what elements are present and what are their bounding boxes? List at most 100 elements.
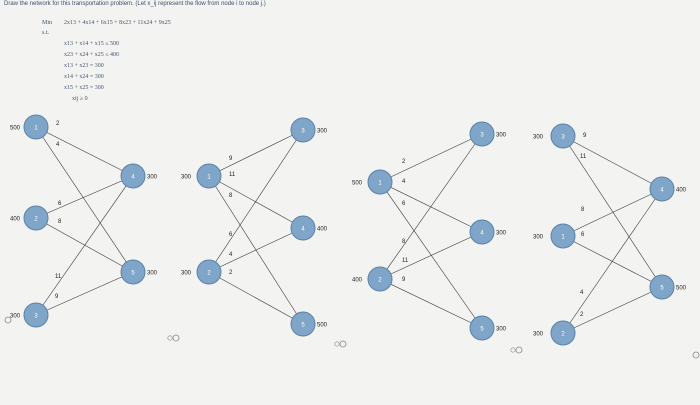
network-node — [120, 163, 146, 189]
arc-cost-label: 8 — [402, 239, 406, 245]
arc-cost-label: 4 — [402, 179, 406, 185]
corner-radio[interactable] — [692, 351, 700, 359]
node-id-label: 5 — [480, 327, 484, 333]
node-id-label: 3 — [561, 135, 565, 141]
constraint-nonneg: xij ≥ 0 — [72, 96, 88, 102]
node-id-label: 1 — [561, 235, 565, 241]
supply-label: 300 — [181, 271, 192, 277]
demand-label: 300 — [496, 327, 507, 333]
supply-label: 400 — [352, 278, 363, 284]
node-id-label: 4 — [301, 227, 305, 233]
arc — [208, 271, 304, 325]
demand-label: 300 — [147, 271, 158, 277]
arc-cost-label: 8 — [229, 193, 233, 199]
arc-cost-label: 2 — [580, 312, 584, 318]
option-a-radio[interactable] — [4, 316, 12, 324]
arc — [562, 135, 663, 190]
demand-label: 400 — [317, 227, 328, 233]
arc-cost-label: 9 — [229, 156, 233, 162]
network-node — [649, 176, 675, 202]
arc-cost-label: 6 — [58, 201, 62, 207]
arc-cost-label: 9 — [583, 133, 587, 139]
arc-cost-label: 11 — [580, 154, 587, 160]
arc-cost-label: 9 — [55, 294, 59, 300]
option-d-radio[interactable] — [515, 346, 523, 354]
arc — [379, 231, 483, 280]
arc-cost-label: 6 — [229, 232, 233, 238]
info-icon[interactable] — [167, 335, 173, 341]
network-node — [469, 315, 495, 341]
network-node — [550, 123, 576, 149]
arc-cost-label: 11 — [402, 258, 409, 264]
network-node — [290, 117, 316, 143]
network-node — [469, 219, 495, 245]
supply-label: 300 — [10, 314, 21, 320]
arc — [35, 126, 134, 177]
network-node — [367, 266, 393, 292]
network-node — [290, 311, 316, 337]
node-id-label: 5 — [131, 271, 135, 277]
node-id-label: 4 — [131, 175, 135, 181]
node-id-label: 1 — [207, 175, 211, 181]
info-icon[interactable] — [510, 347, 516, 353]
arc — [35, 175, 134, 316]
arc — [562, 135, 663, 288]
arc-cost-label: 2 — [402, 159, 406, 165]
arc-cost-label: 8 — [581, 207, 585, 213]
arc — [35, 271, 134, 316]
node-id-label: 3 — [301, 129, 305, 135]
arc-cost-label: 6 — [402, 201, 406, 207]
arc — [208, 175, 304, 229]
option-c-radio[interactable] — [339, 340, 347, 348]
constraint-demand-4: x14 + x24 = 300 — [64, 74, 104, 80]
demand-label: 300 — [496, 133, 507, 139]
node-id-label: 1 — [378, 181, 382, 187]
constraint-demand-3: x13 + x23 = 300 — [64, 63, 104, 69]
arc — [562, 286, 663, 334]
supply-label: 300 — [533, 235, 544, 241]
arc-cost-label: 11 — [55, 274, 62, 280]
node-id-label: 4 — [480, 231, 484, 237]
demand-label: 400 — [676, 188, 687, 194]
option-b-radio[interactable] — [172, 334, 180, 342]
node-id-label: 1 — [34, 126, 38, 132]
arc-cost-label: 2 — [229, 270, 233, 276]
demand-label: 300 — [147, 175, 158, 181]
demand-label: 500 — [676, 286, 687, 292]
demand-label: 300 — [317, 129, 328, 135]
arc — [562, 188, 663, 237]
demand-label: 300 — [496, 231, 507, 237]
supply-label: 500 — [10, 126, 21, 132]
question-text: Draw the network for this transportation… — [4, 1, 266, 7]
demand-label: 500 — [317, 323, 328, 329]
arc — [379, 181, 483, 329]
info-icon[interactable] — [334, 341, 340, 347]
arc-cost-label: 6 — [581, 232, 585, 238]
arc — [562, 188, 663, 334]
network-node — [649, 274, 675, 300]
supply-label: 300 — [533, 332, 544, 338]
node-id-label: 5 — [301, 323, 305, 329]
arc-cost-label: 4 — [56, 142, 60, 148]
network-node — [550, 320, 576, 346]
supply-label: 300 — [533, 135, 544, 141]
node-id-label: 3 — [34, 314, 38, 320]
info-icons[interactable] — [167, 335, 516, 353]
supply-label: 400 — [10, 217, 21, 223]
network-node — [196, 259, 222, 285]
node-id-label: 2 — [561, 332, 565, 338]
arc-cost-label: 4 — [580, 290, 584, 296]
network-node — [469, 121, 495, 147]
st-label: s.t. — [42, 30, 50, 36]
arc — [379, 133, 483, 280]
supply-label: 500 — [352, 181, 363, 187]
arc — [208, 227, 304, 273]
node-id-label: 4 — [660, 188, 664, 194]
arc — [35, 175, 134, 219]
constraint-supply-2: x23 + x24 + x25 ≤ 400 — [64, 52, 120, 58]
node-id-label: 2 — [378, 278, 382, 284]
radio-buttons[interactable] — [4, 316, 700, 359]
